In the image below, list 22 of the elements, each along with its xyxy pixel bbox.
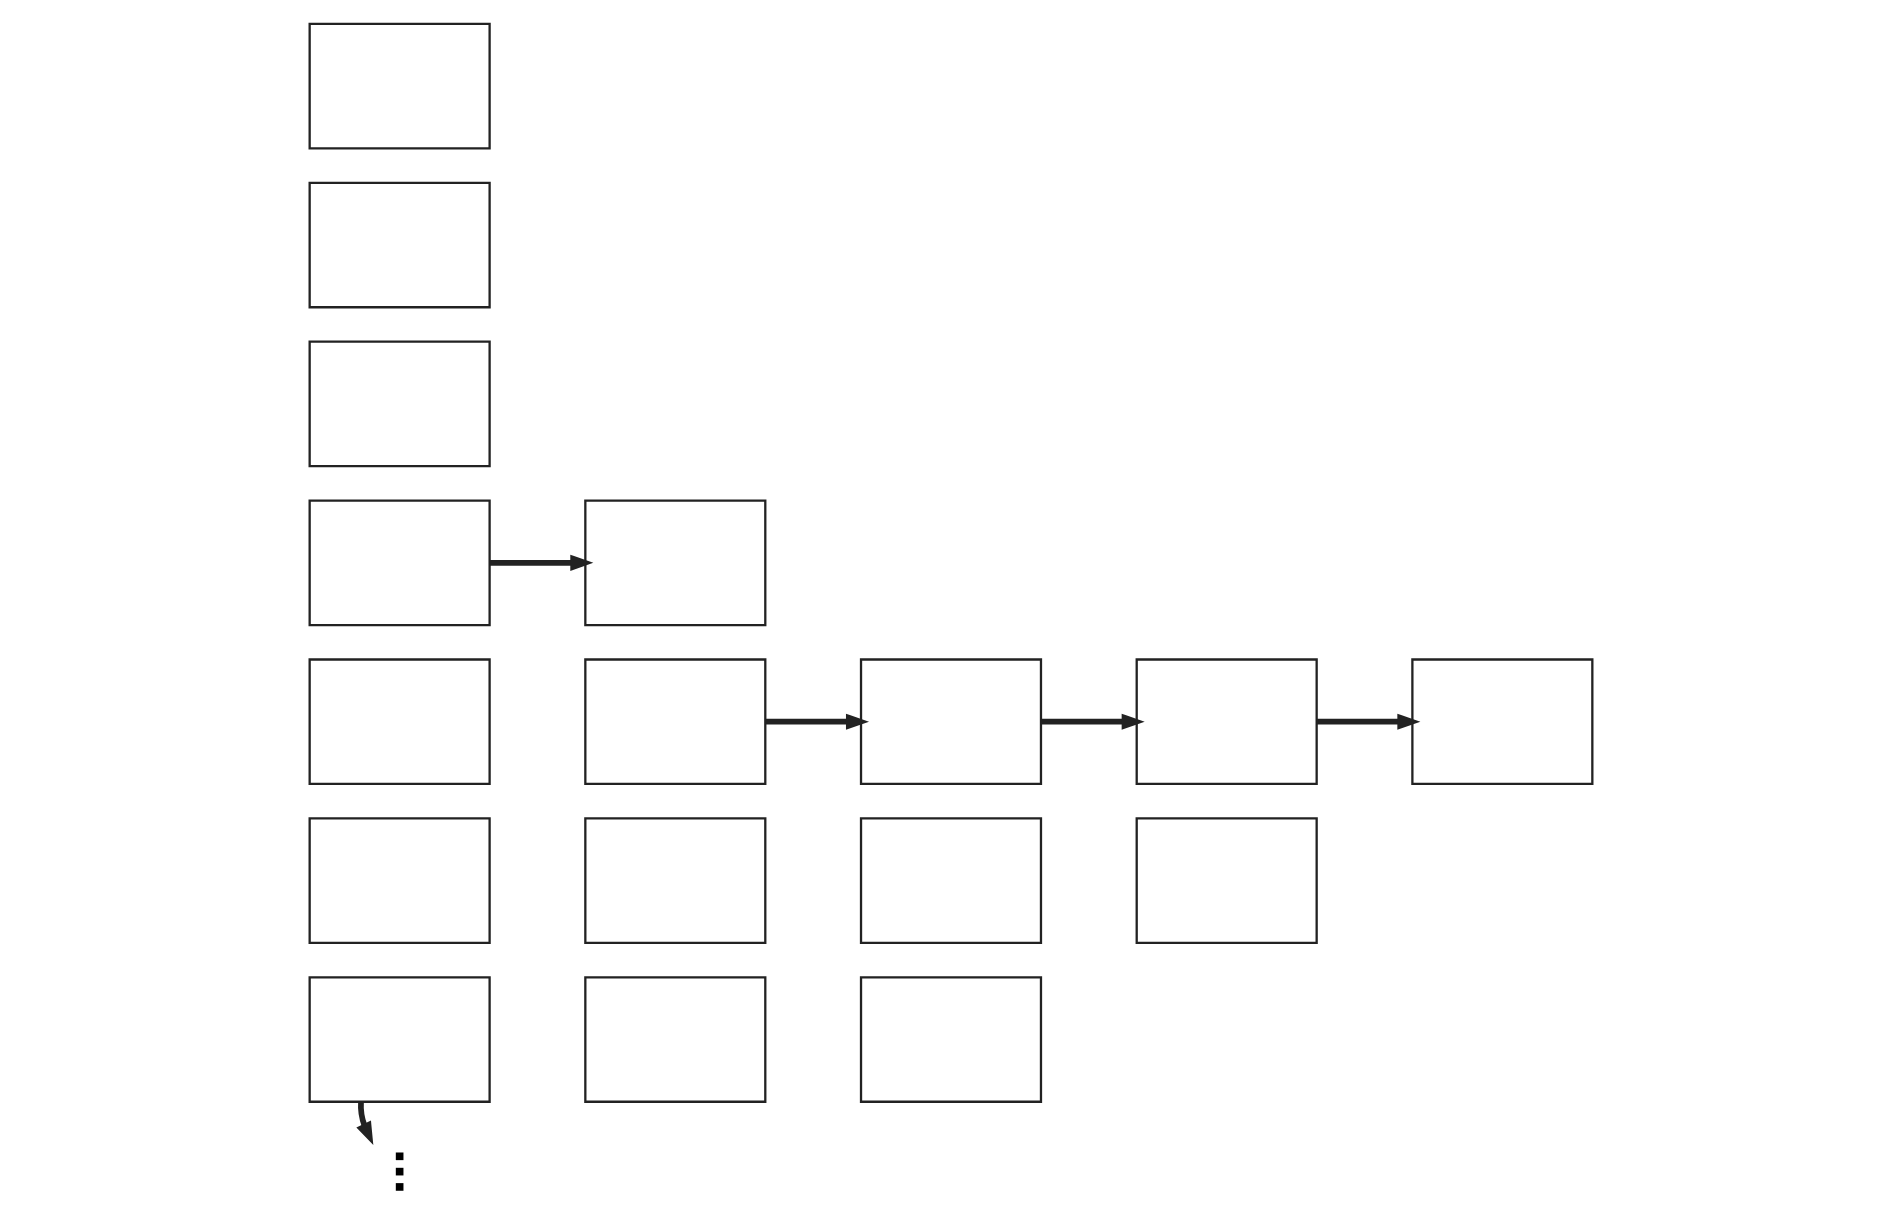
arrow: [488, 554, 593, 571]
node-box: [583, 976, 766, 1103]
node-box: [307, 22, 490, 150]
node-box: [307, 340, 490, 468]
node-box: [858, 658, 1042, 786]
node-box: [307, 976, 490, 1103]
node-box: [307, 181, 490, 309]
arrow: [764, 713, 869, 730]
node-box: [1410, 658, 1593, 786]
arrow: [1040, 713, 1144, 730]
node-box: [583, 658, 766, 786]
arrow: [355, 1101, 373, 1145]
node-box: [858, 976, 1042, 1103]
node-box: [307, 499, 490, 627]
node-box: [1134, 817, 1317, 944]
node-box: [583, 499, 766, 627]
node-box: [1134, 658, 1317, 786]
node-box: [858, 817, 1042, 944]
node-box: [307, 658, 490, 786]
node-box: [307, 817, 490, 944]
node-box: [583, 817, 766, 944]
arrow: [1315, 713, 1420, 730]
